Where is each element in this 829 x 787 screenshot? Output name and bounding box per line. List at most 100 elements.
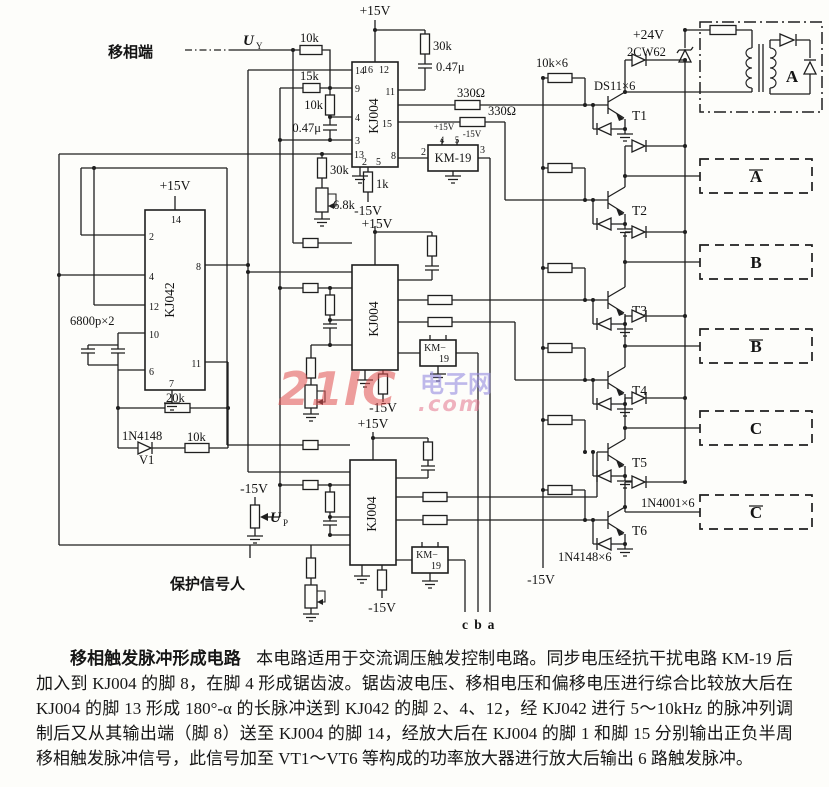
r68k-label: 6.8k <box>333 198 356 212</box>
output-label-c: C <box>750 419 762 438</box>
ic-label: KJ004 <box>364 496 379 532</box>
ic-kj004-2: KJ004 <box>351 264 399 371</box>
junction-dots <box>57 28 687 546</box>
output-label-a-module: A <box>786 67 799 86</box>
sync-a-label: a <box>488 617 495 632</box>
km1-n15v: -15V <box>463 129 482 139</box>
n15v-chip2: -15V <box>369 400 397 415</box>
kj042-pin7: 7 <box>169 379 174 390</box>
output-box-a-inv <box>699 158 813 194</box>
circuit-diagram: KJ004 KJ004 KJ004 KJ042 KM-19 KM− 19 KM−… <box>57 3 823 632</box>
pot-6k8 <box>315 187 337 213</box>
capacitors <box>81 63 439 526</box>
r10k-v-label: 10k <box>304 98 324 112</box>
r20k-label: 20k <box>166 391 186 405</box>
km19-label: KM− <box>424 343 446 354</box>
km19-label: KM− <box>416 550 438 561</box>
circuit-wires-driver <box>542 29 811 568</box>
transistor-label-t6: T6 <box>632 523 647 538</box>
diodes <box>137 33 818 456</box>
km1-pin4: 4 <box>440 135 445 145</box>
kj004-1-pin4: 4 <box>355 113 360 124</box>
ic-label: KJ004 <box>366 301 381 337</box>
ground-symbols <box>164 175 461 622</box>
km1-pin5: 5 <box>455 135 460 145</box>
ic-kj042: KJ042 <box>144 209 206 391</box>
pot-chip2 <box>304 384 326 409</box>
kj004-1-pin14: 14 <box>355 66 365 77</box>
r330-label-1: 330Ω <box>457 86 485 100</box>
diode-v1-1n4148 <box>137 440 153 456</box>
caption-body: 本电路适用于交流调压触发控制电路。同步电压经抗干扰电路 KM-19 后加入到 K… <box>36 649 793 768</box>
potentiometers <box>249 187 337 609</box>
kj004-1-pin9: 9 <box>355 84 360 95</box>
driver-stage-t5: T5 <box>592 390 700 489</box>
up-sub: P <box>283 518 288 528</box>
kj004-1-pin15: 15 <box>382 119 392 130</box>
n15v-up: -15V <box>240 481 268 496</box>
d4148x6-label: 1N4148×6 <box>558 550 612 564</box>
kj004-1-pin5: 5 <box>376 157 381 168</box>
kj004-1-pin16: 16 <box>363 65 373 76</box>
n15v-chip3: -15V <box>368 600 396 615</box>
p24v-label: +24V <box>633 27 664 42</box>
km19-label2: 19 <box>439 354 449 365</box>
r1k-label: 1k <box>376 177 389 191</box>
circuit-wires-chip1 <box>359 20 608 612</box>
sync-b-label: b <box>474 617 482 632</box>
transistor-label-t2: T2 <box>632 203 647 218</box>
v1-label: V1 <box>139 453 154 467</box>
pulse-transformer-secondary-coil <box>769 47 777 89</box>
kj042-pin6: 6 <box>149 367 154 378</box>
output-box-b <box>699 244 813 280</box>
up-label: U <box>270 510 282 526</box>
d1n4148-label: 1N4148 <box>122 429 162 443</box>
diode-transformer-freewheel <box>802 59 818 75</box>
p15v-kj042: +15V <box>160 178 191 193</box>
p15v-chip2: +15V <box>362 216 393 231</box>
ic-kj004-3: KJ004 <box>349 459 397 566</box>
sync-c-label: c <box>462 617 468 632</box>
driver-stage-t6: T6 <box>592 474 700 557</box>
kj042-pin2: 2 <box>149 232 154 243</box>
km19-module-2: KM− 19 <box>419 339 457 367</box>
output-label-a-inv: A <box>750 167 763 186</box>
uy-sub: Y <box>256 41 263 51</box>
output-box-b-inv <box>699 328 813 364</box>
c6800-label: 6800p×2 <box>70 314 115 328</box>
ic-kj004-1: KJ004 <box>351 61 399 168</box>
transistor-label-t5: T5 <box>632 455 647 470</box>
kj004-1-pin13: 13 <box>354 150 364 161</box>
r30k-low-label: 30k <box>330 163 350 177</box>
output-box-c <box>699 410 813 446</box>
kj042-pin14: 14 <box>171 215 181 226</box>
r10k-top-label: 10k <box>300 31 320 45</box>
kj004-1-pin12: 12 <box>379 65 389 76</box>
km19-module-3: KM− 19 <box>411 546 449 574</box>
c047-left-label: 0.47μ <box>292 121 321 135</box>
protect-signal-label: 保护信号人 <box>169 575 246 593</box>
r10kx6-label: 10k×6 <box>536 56 568 70</box>
output-label-b-inv: B <box>750 337 761 356</box>
diode-transformer-top <box>779 33 797 47</box>
trigger-module-a-box <box>699 21 823 113</box>
uy-label: U <box>243 33 255 49</box>
km19-label: KM-19 <box>435 151 472 165</box>
pot-up <box>249 504 268 529</box>
p15v-chip3: +15V <box>358 416 389 431</box>
output-label-b: B <box>750 253 761 272</box>
figure-caption: 移相触发脉冲形成电路本电路适用于交流调压触发控制电路。同步电压经抗干扰电路 KM… <box>36 646 793 771</box>
ds11x6-label: DS11×6 <box>594 79 635 93</box>
km19-module-1: KM-19 <box>427 144 479 172</box>
kj042-pin12: 12 <box>149 302 159 313</box>
c047-label: 0.47μ <box>436 60 465 74</box>
kj042-pin4: 4 <box>149 272 154 283</box>
km1-pin2: 2 <box>421 147 426 158</box>
n15v-bus: -15V <box>527 572 555 587</box>
zener-2cw62-label: 2CW62 <box>627 45 666 59</box>
kj004-1-pin8: 8 <box>391 151 396 162</box>
output-label-c-inv: C <box>750 503 762 522</box>
circuit-wires-chip3 <box>249 432 608 614</box>
driver-stage-t1: T1 <box>592 52 685 142</box>
